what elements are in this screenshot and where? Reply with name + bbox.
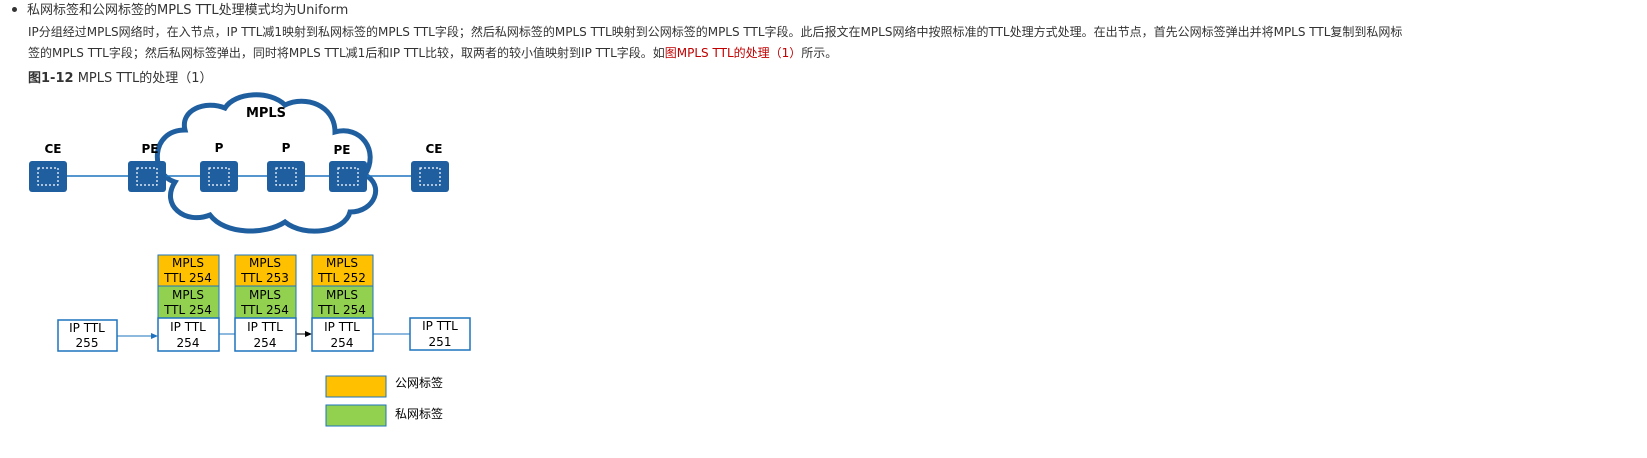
public-label-line1: MPLS xyxy=(326,256,358,270)
ttl-stack-pe-in: MPLS TTL 254 MPLS TTL 254 IP TTL 254 xyxy=(157,254,220,352)
node-label: PE xyxy=(142,142,159,156)
legend-label: 公网标签 xyxy=(395,375,443,390)
ip-ttl-label: IP TTL xyxy=(69,321,105,335)
bullet-title: 私网标签和公网标签的MPLS TTL处理模式均为Uniform xyxy=(27,3,349,18)
ip-ttl-value: 255 xyxy=(76,336,99,350)
ip-ttl-label: IP TTL xyxy=(324,320,360,334)
figure-number: 图1-12 xyxy=(28,71,74,86)
node-ce-left: CE xyxy=(29,142,67,192)
mpls-cloud: MPLS xyxy=(154,92,379,234)
public-label-line2: TTL 254 xyxy=(163,271,212,285)
legend-item-public: 公网标签 xyxy=(325,375,443,398)
figure-title: MPLS TTL的处理（1） xyxy=(77,71,213,86)
node-p-1: P xyxy=(200,141,238,192)
private-label-line2: TTL 254 xyxy=(240,303,289,317)
flow-arrows xyxy=(117,331,410,339)
figure-caption: 图1-12 MPLS TTL的处理（1） xyxy=(28,70,213,88)
ip-ttl-value: 251 xyxy=(429,335,452,349)
private-label-line1: MPLS xyxy=(172,288,204,302)
paragraph: IP分组经过MPLS网络时，在入节点，IP TTL减1映射到私网标签的MPLS … xyxy=(28,22,1628,64)
ip-ttl-label: IP TTL xyxy=(170,320,206,334)
public-label-line2: TTL 253 xyxy=(240,271,289,285)
legend-item-private: 私网标签 xyxy=(325,404,443,427)
public-label-line2: TTL 252 xyxy=(317,271,366,285)
ttl-stack-egress: IP TTL 251 xyxy=(409,317,471,351)
node-label: P xyxy=(215,141,224,155)
cloud-label: MPLS xyxy=(246,106,286,121)
public-label-line1: MPLS xyxy=(249,256,281,270)
ip-ttl-label: IP TTL xyxy=(247,320,283,334)
node-label: CE xyxy=(44,142,61,156)
private-label-line1: MPLS xyxy=(249,288,281,302)
private-label-line2: TTL 254 xyxy=(163,303,212,317)
ttl-stack-pe-out: MPLS TTL 252 MPLS TTL 254 IP TTL 254 xyxy=(311,254,374,352)
public-label-line1: MPLS xyxy=(172,256,204,270)
paragraph-line-2-text: 签的MPLS TTL字段；然后私网标签弹出，同时将MPLS TTL减1后和IP … xyxy=(28,46,665,60)
ip-ttl-value: 254 xyxy=(331,336,354,350)
node-label: CE xyxy=(425,142,442,156)
node-label: PE xyxy=(334,143,351,157)
ttl-stack-ingress: IP TTL 255 xyxy=(57,319,118,352)
ttl-stack-p: MPLS TTL 253 MPLS TTL 254 IP TTL 254 xyxy=(234,254,297,352)
paragraph-line-2: 签的MPLS TTL字段；然后私网标签弹出，同时将MPLS TTL减1后和IP … xyxy=(28,43,1628,64)
paragraph-line-1: IP分组经过MPLS网络时，在入节点，IP TTL减1映射到私网标签的MPLS … xyxy=(28,25,1403,39)
node-p-2: P xyxy=(267,141,305,192)
private-label-line2: TTL 254 xyxy=(317,303,366,317)
bullet-item: 私网标签和公网标签的MPLS TTL处理模式均为Uniform xyxy=(8,2,348,20)
ip-ttl-value: 254 xyxy=(254,336,277,350)
legend-label: 私网标签 xyxy=(395,406,443,421)
paragraph-line-2-tail: 所示。 xyxy=(801,46,838,60)
ip-ttl-label: IP TTL xyxy=(422,319,458,333)
ip-ttl-value: 254 xyxy=(177,336,200,350)
node-pe-left: PE xyxy=(128,142,166,192)
node-label: P xyxy=(282,141,291,155)
figure-reference-link[interactable]: 图MPLS TTL的处理（1） xyxy=(664,46,802,60)
bullet-dot xyxy=(12,7,17,12)
node-ce-right: CE xyxy=(411,142,449,192)
node-pe-right: PE xyxy=(329,143,367,192)
legend: 公网标签 私网标签 xyxy=(325,375,443,427)
private-label-line1: MPLS xyxy=(326,288,358,302)
